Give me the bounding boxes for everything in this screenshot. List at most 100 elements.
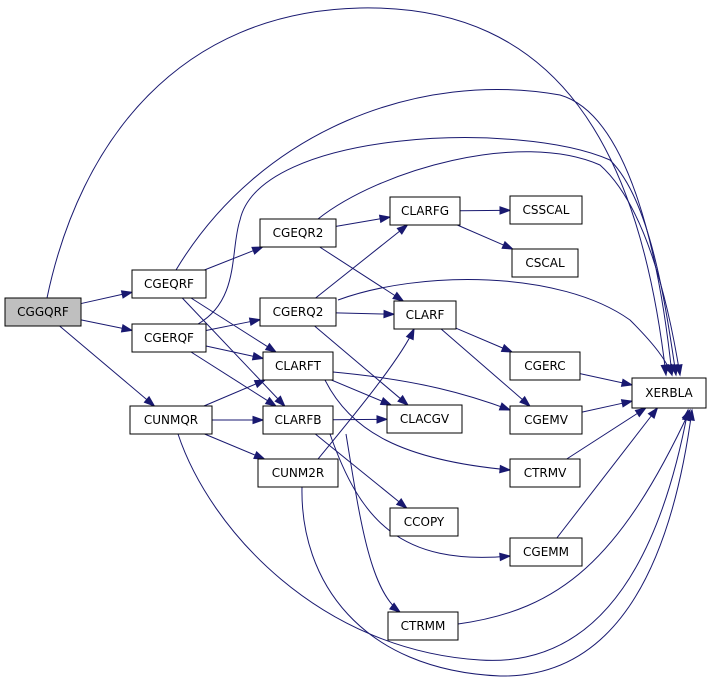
arrowhead-ctrmv-to-xerbla	[634, 407, 647, 418]
edge-cggqrf-to-xerbla	[46, 7, 667, 376]
arrowhead-cgeqr2-to-xerbla	[674, 363, 683, 377]
edge-clarfb-to-ctrmm	[345, 433, 401, 613]
node-box-cscal	[511, 248, 579, 278]
node-box-cgerqf	[131, 323, 207, 353]
node-label-csscal: CSSCAL	[523, 203, 570, 217]
node-box-ctrmm	[387, 611, 459, 641]
node-label-cunmqr: CUNMQR	[144, 413, 198, 427]
edge-cgemm-to-xerbla	[556, 414, 653, 539]
arrowhead-cggqrf-to-cgeqrf	[120, 290, 134, 299]
node-csscal[interactable]: CSSCAL	[509, 195, 583, 225]
node-cgemv[interactable]: CGEMV	[509, 405, 583, 435]
node-label-clacgv: CLACGV	[400, 412, 450, 426]
node-cunmqr[interactable]: CUNMQR	[129, 405, 213, 435]
node-label-cgerc: CGERC	[524, 359, 565, 373]
arrowhead-cgemv-to-xerbla	[620, 399, 634, 408]
node-box-cgerc	[509, 351, 581, 381]
node-box-cgemm	[509, 537, 583, 567]
arrowhead-cgerq2-to-clarfg	[396, 224, 409, 235]
node-ctrmv[interactable]: CTRMV	[509, 458, 581, 488]
edge-cgerq2-to-xerbla	[337, 279, 673, 376]
arrowhead-clarfg-to-cscal	[501, 240, 515, 250]
edge-clarft-to-ctrmv	[324, 379, 511, 471]
node-label-ccopy: CCOPY	[404, 515, 445, 529]
arrowhead-cgerq2-to-clacgv	[397, 394, 410, 406]
node-clarfb[interactable]: CLARFB	[262, 405, 334, 435]
node-label-clarfg: CLARFG	[401, 204, 449, 218]
arrowhead-cunmqr-to-clarft	[253, 379, 267, 389]
edge-cgeqr2-to-clarf	[319, 246, 397, 297]
node-label-ctrmm: CTRMM	[401, 619, 446, 633]
node-xerbla[interactable]: XERBLA	[631, 377, 707, 409]
arrowhead-cgerqf-to-clarfb	[264, 396, 278, 407]
edge-clarf-to-cgerc	[455, 327, 504, 349]
node-box-csscal	[509, 195, 583, 225]
node-clarft[interactable]: CLARFT	[262, 351, 334, 381]
arrowhead-clarfg-to-csscal	[499, 206, 512, 215]
node-box-cgeqrf	[131, 269, 207, 299]
node-box-cunmqr	[129, 405, 213, 435]
node-label-cggqrf: CGGQRF	[17, 305, 69, 319]
node-box-ccopy	[389, 507, 459, 537]
node-label-xerbla: XERBLA	[645, 386, 693, 400]
node-box-clacgv	[386, 404, 463, 434]
arrowhead-clarf-to-cgerc	[500, 343, 514, 353]
node-clacgv[interactable]: CLACGV	[386, 404, 463, 434]
node-label-cscal: CSCAL	[525, 256, 565, 270]
node-cgeqrf[interactable]: CGEQRF	[131, 269, 207, 299]
node-cgerqf[interactable]: CGERQF	[131, 323, 207, 353]
edge-cgerqf-to-xerbla	[197, 137, 677, 376]
edge-cggqrf-to-cgeqrf	[80, 293, 124, 305]
node-cgerc[interactable]: CGERC	[509, 351, 581, 381]
node-label-cgemm: CGEMM	[523, 545, 569, 559]
node-cunm2r[interactable]: CUNM2R	[257, 458, 339, 488]
edge-cgerqf-to-cgerq2	[205, 320, 252, 332]
arrowhead-cgerq2-to-clarf	[383, 309, 396, 319]
arrowhead-cgeqrf-to-clarft	[264, 342, 278, 353]
node-box-clarf	[393, 300, 457, 330]
edge-clarft-to-clacgv	[331, 379, 383, 402]
node-box-clarfg	[389, 196, 461, 226]
edge-cgeqr2-to-clarfg	[335, 218, 382, 227]
node-ccopy[interactable]: CCOPY	[389, 507, 459, 537]
arrowhead-cgeqr2-to-clarfg	[378, 214, 392, 224]
arrowhead-cgerq2-to-xerbla	[664, 363, 673, 377]
arrowhead-clarfb-to-ccopy	[395, 498, 408, 509]
edge-cunm2r-to-clarf	[317, 328, 415, 460]
arrowhead-cgeqrf-to-cgeqr2	[251, 246, 264, 255]
arrowhead-ctrmm-to-xerbla	[681, 408, 691, 422]
node-label-cgerqf: CGERQF	[144, 331, 194, 345]
arrowhead-clarft-to-cgemv	[498, 402, 512, 411]
node-box-clarfb	[262, 405, 334, 435]
edge-cgeqrf-to-cgeqr2	[204, 249, 255, 271]
arrowhead-clarft-to-ctrmv	[499, 464, 512, 474]
node-box-cgerq2	[259, 297, 337, 327]
node-cscal[interactable]: CSCAL	[511, 248, 579, 278]
arrowhead-cunm2r-to-clarf	[405, 327, 415, 341]
node-box-clarft	[262, 351, 334, 381]
arrowhead-cgemm-to-xerbla	[647, 406, 659, 419]
edge-cunmqr-to-xerbla	[177, 409, 689, 661]
arrowhead-cgerqf-to-clarft	[251, 351, 265, 361]
arrowhead-cggqrf-to-cunmqr	[143, 395, 156, 407]
node-ctrmm[interactable]: CTRMM	[387, 611, 459, 641]
arrowhead-clarft-to-clacgv	[379, 396, 393, 406]
arrowhead-cunmqr-to-cunm2r	[253, 450, 266, 460]
node-label-cgeqr2: CGEQR2	[273, 226, 324, 240]
arrowhead-cgerqf-to-cgerq2	[248, 317, 262, 326]
node-cgeqr2[interactable]: CGEQR2	[259, 218, 337, 248]
arrowhead-cgeqr2-to-clarf	[392, 291, 405, 302]
node-box-xerbla	[631, 377, 707, 409]
edge-ctrmv-to-xerbla	[566, 412, 639, 460]
node-cgemm[interactable]: CGEMM	[509, 537, 583, 567]
arrowhead-clarfb-to-ctrmm	[388, 602, 402, 613]
edge-ctrmm-to-xerbla	[457, 409, 691, 625]
node-clarf[interactable]: CLARF	[393, 300, 457, 330]
edge-clarft-to-cgemv	[332, 371, 511, 411]
node-clarfg[interactable]: CLARFG	[389, 196, 461, 226]
node-label-clarfb: CLARFB	[274, 413, 321, 427]
node-cggqrf[interactable]: CGGQRF	[4, 297, 82, 327]
node-cgerq2[interactable]: CGERQ2	[259, 297, 337, 327]
edge-cgeqr2-to-xerbla	[317, 151, 681, 376]
